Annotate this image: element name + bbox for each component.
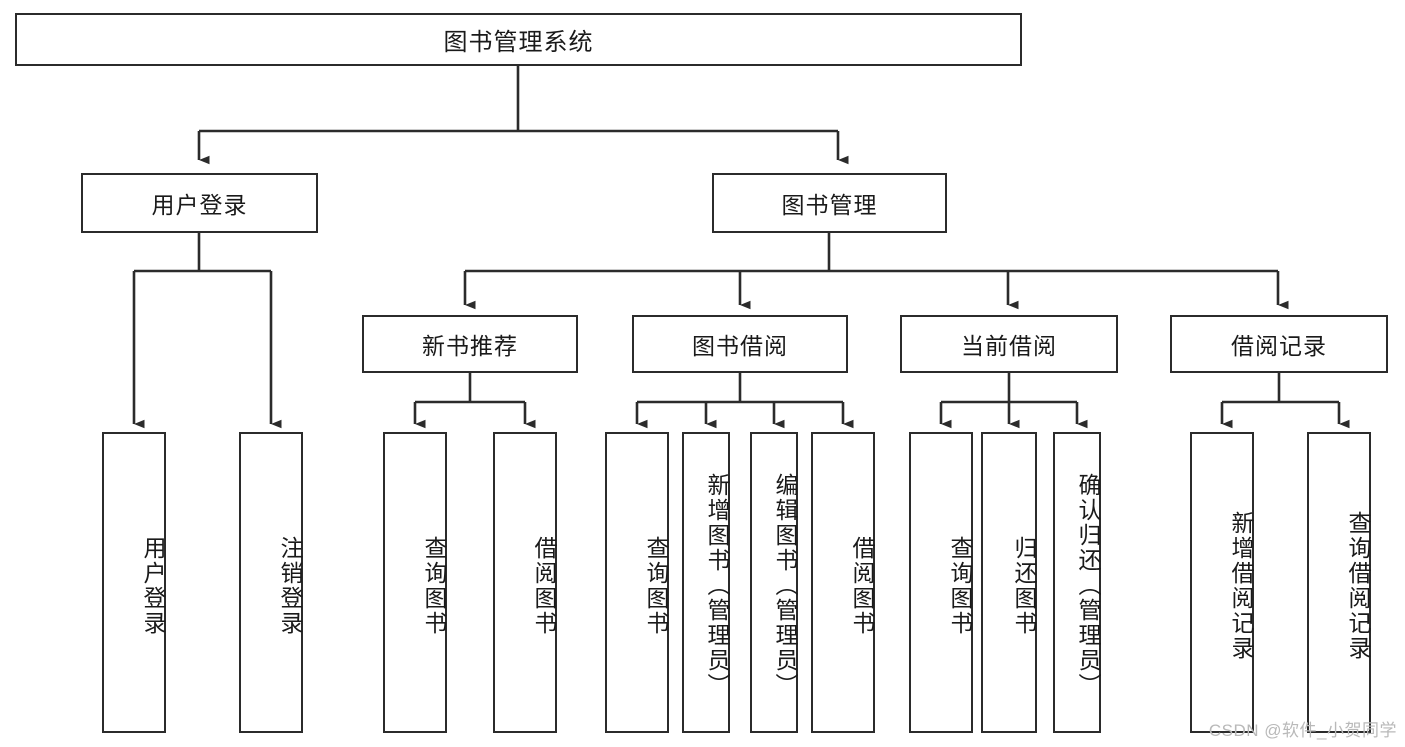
node-leaf-borrow-book-2[interactable]: 借阅图书	[811, 432, 875, 733]
node-label: 确认归还（管理员）	[1075, 473, 1101, 698]
node-user-login[interactable]: 用户登录	[81, 173, 318, 233]
node-label: 新增借阅记录	[1228, 510, 1254, 661]
node-leaf-add-borrow-record[interactable]: 新增借阅记录	[1190, 432, 1254, 733]
node-label: 注销登录	[277, 535, 303, 636]
node-leaf-borrow-book-1[interactable]: 借阅图书	[493, 432, 557, 733]
node-label: 查询借阅记录	[1345, 510, 1371, 661]
csdn-watermark: CSDN @软件_小贺同学	[1208, 721, 1397, 740]
node-leaf-logout-login[interactable]: 注销登录	[239, 432, 303, 733]
node-label: 图书管理	[781, 192, 878, 218]
node-borrow-record[interactable]: 借阅记录	[1170, 315, 1388, 373]
node-leaf-query-book-1[interactable]: 查询图书	[383, 432, 447, 733]
node-current-borrow[interactable]: 当前借阅	[900, 315, 1118, 373]
node-leaf-add-book-admin[interactable]: 新增图书（管理员）	[682, 432, 730, 733]
node-label: 借阅记录	[1231, 333, 1327, 359]
node-label: 归还图书	[1011, 535, 1037, 636]
node-label: 查询图书	[947, 535, 973, 636]
node-label: 新书推荐	[422, 333, 518, 359]
node-label: 借阅图书	[531, 535, 557, 636]
node-label: 用户登录	[151, 192, 248, 218]
node-label: 查询图书	[421, 535, 447, 636]
node-leaf-user-login[interactable]: 用户登录	[102, 432, 166, 733]
node-leaf-query-book-3[interactable]: 查询图书	[909, 432, 973, 733]
node-label: 查询图书	[643, 535, 669, 636]
node-label: 借阅图书	[849, 535, 875, 636]
node-root-book-management-system[interactable]: 图书管理系统	[15, 13, 1022, 66]
node-label: 用户登录	[140, 535, 166, 636]
node-new-book-recommend[interactable]: 新书推荐	[362, 315, 578, 373]
node-leaf-edit-book-admin[interactable]: 编辑图书（管理员）	[750, 432, 798, 733]
node-label: 编辑图书（管理员）	[772, 473, 798, 698]
node-book-management[interactable]: 图书管理	[712, 173, 947, 233]
node-book-borrow[interactable]: 图书借阅	[632, 315, 848, 373]
node-label: 当前借阅	[961, 333, 1057, 359]
node-label: 图书借阅	[692, 333, 788, 359]
node-leaf-return-book[interactable]: 归还图书	[981, 432, 1037, 733]
node-leaf-confirm-return-admin[interactable]: 确认归还（管理员）	[1053, 432, 1101, 733]
node-label: 图书管理系统	[443, 29, 594, 56]
node-leaf-query-borrow-record[interactable]: 查询借阅记录	[1307, 432, 1371, 733]
node-leaf-query-book-2[interactable]: 查询图书	[605, 432, 669, 733]
node-label: 新增图书（管理员）	[704, 473, 730, 698]
